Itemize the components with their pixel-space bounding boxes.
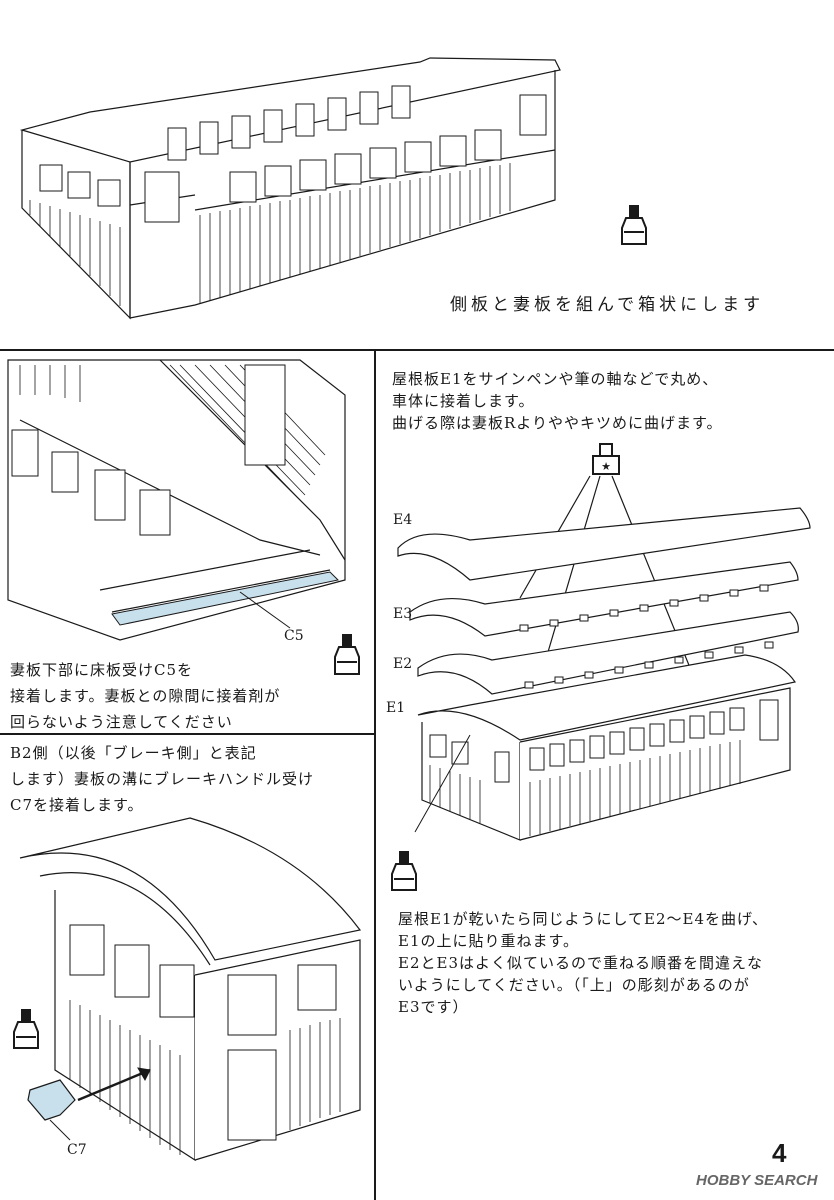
step4-text-line-1: B2側（以後「ブレーキ側」と表記	[10, 744, 257, 762]
step4-text-line-2: します）妻板の溝にブレーキハンドル受け	[10, 770, 315, 788]
roof-label-e4: E4	[393, 512, 413, 528]
divider-vertical	[374, 349, 376, 1200]
step2-text-line-1: 妻板下部に床板受けC5を	[10, 661, 194, 679]
roof-label-e1: E1	[386, 700, 406, 716]
step3-bottom-line-4: いようにしてください。（「上」の彫刻があるのが	[398, 976, 750, 994]
roof-e3	[409, 561, 799, 637]
part-label-c5: C5	[284, 628, 304, 644]
roof-label-e2: E2	[393, 656, 413, 672]
special-glue-icon	[592, 443, 620, 475]
step2-text-line-3: 回らないよう注意してください	[10, 713, 233, 731]
step3-bottom-line-5: E3です）	[398, 998, 469, 1016]
svg-text:★: ★	[601, 460, 611, 473]
divider-top	[0, 349, 834, 351]
step3-text-line-3: 曲げる際は妻板Rよりややキツめに曲げます。	[392, 414, 723, 432]
step3-text-line-1: 屋根板E1をサインペンや筆の軸などで丸め、	[392, 370, 719, 388]
divider-left-middle	[0, 733, 376, 735]
step3-bottom-line-3: E2とE3はよく似ているので重ねる順番を間違えな	[398, 954, 763, 972]
glue-bottle-icon	[391, 851, 417, 891]
page-number: 4	[772, 1138, 787, 1168]
step3-bottom-line-1: 屋根E1が乾いたら同じようにしてE2～E4を曲げ、	[398, 910, 768, 928]
windows-front	[39, 94, 547, 223]
part-label-c7: C7	[67, 1142, 87, 1158]
step2-text-line-2: 接着します。妻板との隙間に接着剤が	[10, 687, 281, 705]
roof-label-e3: E3	[393, 606, 413, 622]
siding-lines-front	[199, 163, 511, 304]
step4-text-line-3: C7を接着します。	[10, 796, 144, 814]
roof-e2	[417, 611, 799, 695]
roof-e1	[417, 654, 797, 741]
roof-e4	[397, 507, 811, 581]
step1-caption: 側板と妻板を組んで箱状にします	[450, 295, 765, 315]
step3-text-line-2: 車体に接着します。	[392, 392, 535, 410]
brand-watermark: HOBBY SEARCH	[696, 1172, 818, 1189]
step3-bottom-line-2: E1の上に貼り重ねます。	[398, 932, 579, 950]
